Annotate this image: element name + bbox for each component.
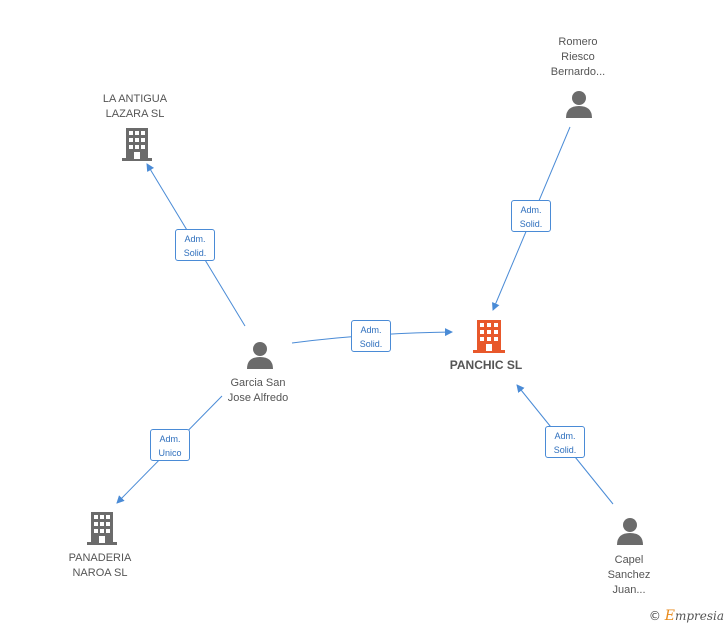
building-icon-focus [473, 320, 505, 353]
brand-e: E [664, 608, 675, 624]
edge-label-adm-solid: Adm. Solid. [511, 200, 551, 232]
node-label-la-antigua-lazara[interactable]: LA ANTIGUA LAZARA SL [102, 93, 168, 120]
edge-label-adm-solid: Adm. Solid. [545, 426, 585, 458]
node-label-capel-sanchez[interactable]: Capel Sanchez Juan... [607, 554, 651, 596]
edge-label-adm-solid: Adm. Solid. [175, 229, 215, 261]
person-icon [566, 91, 592, 118]
copyright-symbol: © [648, 609, 661, 623]
building-icon [122, 128, 152, 161]
node-label-garcia-san-jose[interactable]: Garcia San Jose Alfredo [227, 377, 289, 404]
node-label-panaderia-naroa[interactable]: PANADERIA NAROA SL [68, 552, 132, 579]
node-label-romero-riesco[interactable]: Romero Riesco Bernardo... [550, 36, 606, 78]
brand-name: mpresia [674, 609, 724, 623]
edge-label-adm-solid: Adm. Solid. [351, 320, 391, 352]
building-icon [87, 512, 117, 545]
node-label-panchic[interactable]: PANCHIC SL [449, 358, 523, 372]
edge-label-adm-unico: Adm. Unico [150, 429, 190, 461]
person-icon [247, 342, 273, 369]
person-icon [617, 518, 643, 545]
empresia-brand: © Empresia [649, 608, 724, 624]
